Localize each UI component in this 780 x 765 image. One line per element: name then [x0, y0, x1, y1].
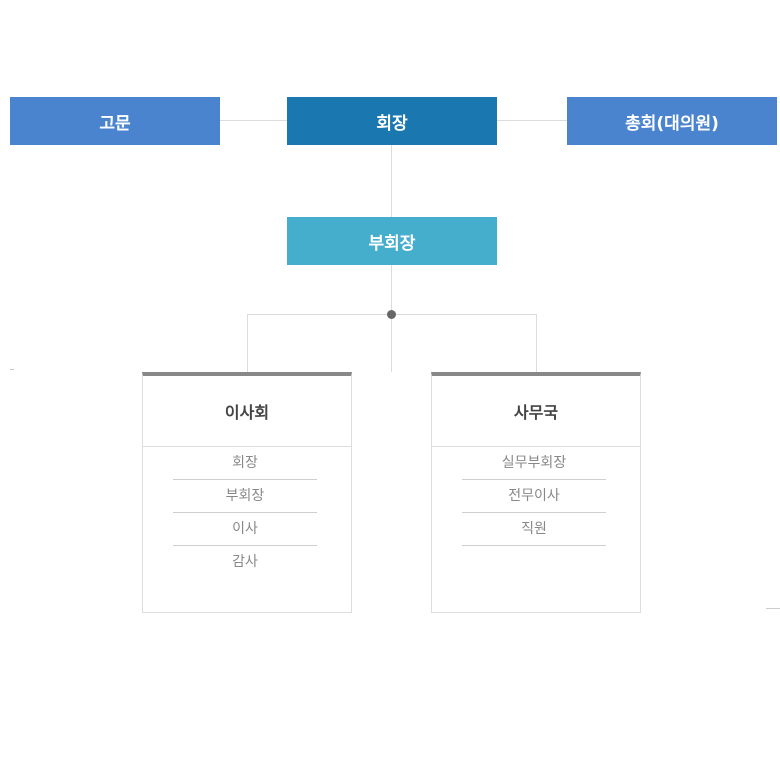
- board-title: 이사회: [143, 376, 351, 447]
- edge-fragment-right: [766, 608, 780, 609]
- vice-chairman-label: 부회장: [368, 233, 416, 254]
- secretariat-item: 실무부회장: [462, 447, 606, 480]
- secretariat-list: 실무부회장 전무이사 직원: [432, 447, 640, 546]
- advisor-label: 고문: [99, 113, 131, 134]
- chairman-label: 회장: [376, 113, 408, 134]
- secretariat-item: 직원: [462, 513, 606, 546]
- connector-board-drop: [247, 314, 248, 372]
- board-item: 부회장: [173, 480, 317, 513]
- connector-chair-vice: [391, 145, 392, 217]
- connector-secretariat-drop: [536, 314, 537, 372]
- board-item: 회장: [173, 447, 317, 480]
- edge-fragment-left: [10, 369, 14, 370]
- secretariat-card: 사무국 실무부회장 전무이사 직원: [431, 372, 641, 613]
- board-card: 이사회 회장 부회장 이사 감사: [142, 372, 352, 613]
- board-item: 감사: [232, 554, 258, 570]
- chairman-box: 회장: [287, 97, 497, 145]
- secretariat-title: 사무국: [432, 376, 640, 447]
- connector-left: [220, 120, 287, 121]
- branch-dot: [387, 310, 396, 319]
- board-item: 이사: [173, 513, 317, 546]
- vice-chairman-box: 부회장: [287, 217, 497, 265]
- board-list: 회장 부회장 이사 감사: [143, 447, 351, 578]
- connector-right: [497, 120, 567, 121]
- general-assembly-label: 총회(대의원): [625, 113, 719, 134]
- advisor-box: 고문: [10, 97, 220, 145]
- secretariat-item: 전무이사: [462, 480, 606, 513]
- general-assembly-box: 총회(대의원): [567, 97, 777, 145]
